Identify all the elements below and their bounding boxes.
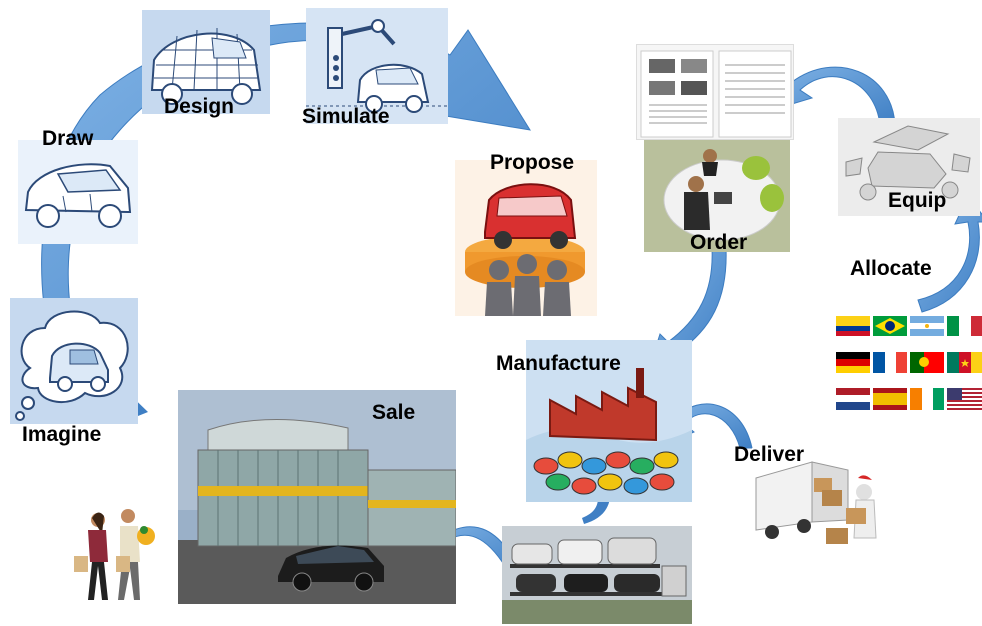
spec-sheet-icon [640, 50, 792, 138]
brazil-flag-icon [873, 316, 907, 336]
design-panel [142, 10, 270, 114]
portugal-flag-icon [910, 352, 944, 373]
germany-flag-icon [836, 352, 870, 373]
label-deliver: Deliver [734, 443, 805, 466]
label-draw: Draw [42, 127, 94, 150]
label-equip: Equip [888, 189, 947, 212]
order-spec-sheet [636, 44, 794, 140]
label-design: Design [164, 95, 235, 118]
usa-flag-icon [947, 388, 982, 410]
draw-panel [18, 140, 138, 244]
country-flags-grid [836, 316, 982, 410]
car-on-pedestal-icon [455, 160, 597, 316]
car-transporter-icon [502, 526, 692, 624]
sale-panel [178, 390, 456, 604]
wireframe-car-icon [150, 28, 262, 105]
car-sketch-icon [18, 140, 138, 244]
manufacture-panel [526, 340, 692, 502]
dealership-building-icon [178, 390, 456, 604]
cameroon-flag-icon [947, 352, 982, 373]
deliver-panel [752, 448, 888, 556]
couple-shopping-icon [74, 509, 155, 600]
imagine-panel [10, 298, 138, 424]
propose-panel [455, 160, 597, 316]
manufacture-to-transport-arrow [582, 498, 610, 524]
argentina-flag-icon [910, 316, 944, 336]
transport-panel [502, 526, 692, 624]
label-propose: Propose [490, 151, 575, 174]
delivery-truck-icon [755, 461, 877, 544]
france-flag-icon [873, 352, 907, 373]
shoppers-image [66, 506, 162, 606]
label-order: Order [690, 231, 748, 254]
robot-arm-car-icon [306, 8, 448, 124]
label-imagine: Imagine [22, 423, 102, 446]
ivory-coast-flag-icon [910, 388, 944, 410]
label-simulate: Simulate [302, 105, 390, 128]
label-sale: Sale [372, 401, 416, 424]
colombia-flag-icon [836, 316, 870, 336]
label-manufacture: Manufacture [496, 352, 621, 375]
order-panel [644, 140, 790, 252]
simulate-panel [306, 8, 448, 124]
meeting-table-icon [644, 140, 790, 252]
spain-flag-icon [873, 388, 907, 410]
equip-panel [838, 118, 980, 216]
thought-bubble-car-icon [15, 310, 129, 421]
label-allocate: Allocate [850, 257, 932, 280]
netherlands-flag-icon [836, 388, 870, 410]
italy-flag-icon [947, 316, 982, 336]
factory-cars-icon [526, 340, 692, 502]
exploded-car-icon [838, 118, 980, 216]
